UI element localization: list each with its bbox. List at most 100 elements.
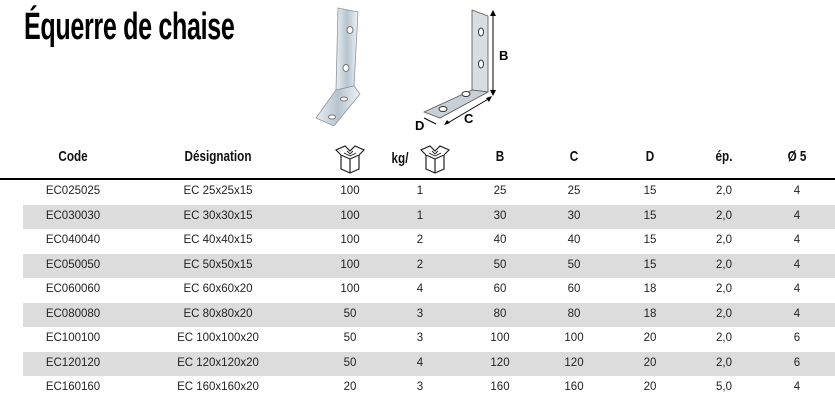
cell-kg: 3 [416,332,424,344]
table-row: EC120120 EC 120x120x20 50 4 120 120 20 2,0 6 [23,351,835,376]
cell-box: 100 [340,209,360,222]
cell-code: EC160160 [45,381,101,393]
cell-kg: 2 [416,234,424,246]
dimension-b-label: B [499,48,508,63]
cell-dia: 6 [793,332,801,344]
table-row: EC060060 EC 60x60x20 100 4 60 60 18 2,0 4 [23,278,835,303]
cell-designation: EC 60x60x20 [183,283,253,295]
cell-designation: EC 25x25x15 [183,185,253,197]
cell-b: 160 [490,381,510,393]
cell-d: 18 [643,283,657,295]
cell-b: 60 [493,283,507,295]
cell-d: 20 [643,381,657,393]
cell-code: EC025025 [45,185,101,197]
cell-kg: 4 [416,283,424,295]
header-thickness: ép. [715,148,733,165]
header-code: Code [58,148,88,165]
cell-c: 40 [567,234,581,246]
dimension-d-label: D [415,118,424,131]
cell-dia: 4 [793,209,801,222]
cell-dia: 4 [793,185,801,197]
cell-designation: EC 120x120x20 [177,356,259,369]
header-d: D [645,148,655,165]
cell-d: 15 [643,234,657,246]
cell-b: 40 [493,234,507,246]
cell-kg: 4 [416,356,424,369]
cell-box: 100 [340,258,360,271]
cell-designation: EC 100x100x20 [177,332,259,344]
cell-c: 50 [567,258,581,271]
cell-d: 15 [643,185,657,197]
cell-c: 80 [567,307,581,320]
cell-ep: 2,0 [716,209,732,222]
cell-designation: EC 80x80x20 [183,307,253,320]
dimension-c-label: C [464,111,474,126]
cell-d: 20 [643,356,657,369]
cell-ep: 2,0 [716,356,732,369]
cell-kg: 1 [416,185,424,197]
dimension-diagram: B C D [415,9,508,131]
cell-c: 120 [564,356,584,369]
header-diameter: Ø 5 [787,148,807,165]
cell-b: 80 [493,307,507,320]
cell-dia: 4 [793,307,801,320]
cell-c: 100 [564,332,584,344]
cell-code: EC050050 [45,258,101,271]
cell-d: 15 [643,258,657,271]
cell-kg: 1 [416,209,424,222]
cell-code: EC030030 [45,209,101,222]
cell-designation: EC 50x50x15 [183,258,253,271]
cell-d: 18 [643,307,657,320]
cell-dia: 4 [793,258,801,271]
cell-box: 50 [343,356,357,369]
table-header: Code Désignation kg/ B C D ép. Ø 5 [0,142,835,180]
cell-box: 100 [340,283,360,295]
cell-ep: 2,0 [716,258,732,271]
cell-ep: 2,0 [716,307,732,320]
page-title: Équerre de chaise [24,6,235,48]
cell-ep: 2,0 [716,283,732,295]
header-kg-prefix: kg/ [391,150,409,167]
cell-code: EC060060 [45,283,101,295]
cell-code: EC080080 [45,307,101,320]
cell-box: 100 [340,185,360,197]
box-icon [419,145,451,174]
cell-box: 50 [343,332,357,344]
cell-dia: 4 [793,234,801,246]
box-icon [334,145,366,174]
header-c: C [569,148,579,165]
cell-b: 100 [490,332,510,344]
cell-b: 25 [493,185,507,197]
cell-c: 30 [567,209,581,222]
table-row: EC030030 EC 30x30x15 100 1 30 30 15 2,0 4 [23,204,835,229]
cell-c: 160 [564,381,584,393]
cell-d: 15 [643,209,657,222]
cell-b: 30 [493,209,507,222]
cell-kg: 3 [416,381,424,393]
cell-d: 20 [643,332,657,344]
cell-box: 50 [343,307,357,320]
cell-kg: 2 [416,258,424,271]
table-row: EC050050 EC 50x50x15 100 2 50 50 15 2,0 4 [23,253,835,278]
cell-c: 60 [567,283,581,295]
header-b: B [495,148,505,165]
cell-code: EC120120 [45,356,101,369]
cell-dia: 4 [793,283,801,295]
cell-b: 120 [490,356,510,369]
bracket-photo [315,7,361,126]
cell-designation: EC 30x30x15 [183,209,253,222]
cell-code: EC040040 [45,234,101,246]
cell-b: 50 [493,258,507,271]
cell-ep: 2,0 [716,332,732,344]
cell-ep: 2,0 [716,234,732,246]
cell-dia: 6 [793,356,801,369]
cell-dia: 4 [793,381,801,393]
cell-c: 25 [567,185,581,197]
cell-box: 20 [343,381,357,393]
cell-box: 100 [340,234,360,246]
cell-designation: EC 160x160x20 [177,381,259,393]
